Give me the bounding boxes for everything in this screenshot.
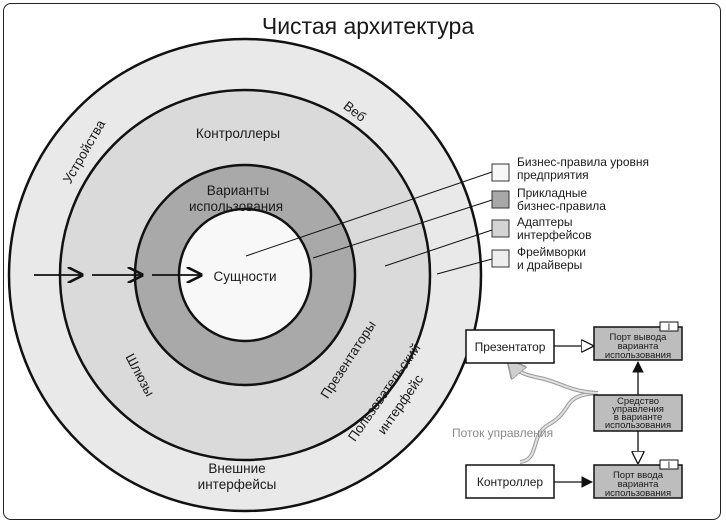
flow-curve-lower — [519, 392, 599, 463]
legend-text-1a: Бизнес-правила уровня — [517, 155, 649, 169]
external-label-1: Внешние — [208, 461, 265, 476]
controllers-label: Контроллеры — [196, 126, 280, 141]
input-port-label-3: использования — [605, 488, 671, 499]
output-port-label-2: варианта — [618, 341, 660, 352]
input-port-label-2: варианта — [618, 479, 660, 490]
flow-of-control-label: Поток управления — [452, 426, 553, 440]
legend-text-3b: интерфейсов — [517, 228, 591, 242]
legend-text-3a: Адаптеры — [517, 215, 573, 229]
legend-leader-3 — [384, 229, 493, 267]
output-port-label-3: использования — [605, 350, 671, 361]
diagram-title: Чистая архитектура — [262, 13, 474, 39]
legend-swatch-application — [491, 190, 510, 209]
legend-swatch-adapters — [491, 219, 510, 238]
legend-swatch-enterprise — [491, 163, 510, 182]
interactor-label-2: управления — [612, 404, 664, 415]
use-cases-label-1: Варианты — [207, 183, 269, 198]
legend-text-4a: Фреймворки — [517, 245, 586, 259]
output-port-interface-tag — [659, 321, 679, 332]
legend-text-1b: предприятия — [517, 168, 589, 182]
legend-leader-4 — [436, 258, 493, 275]
use-cases-label-2: использования — [189, 199, 283, 214]
output-port-box — [593, 326, 683, 361]
input-port-label-1: Порт ввода — [613, 470, 664, 481]
legend-text-2b: бизнес-правила — [517, 199, 606, 213]
interactor-label-1: Средство — [617, 396, 659, 407]
legend-text-2a: Прикладные — [517, 186, 587, 200]
legend-leader-1 — [245, 171, 493, 257]
flow-curve-upper-border — [511, 364, 599, 395]
input-port-interface-mark: I — [668, 460, 671, 471]
flow-curve-upper — [513, 366, 599, 394]
entities-label: Сущности — [213, 269, 276, 284]
legend-swatch-frameworks — [491, 249, 510, 268]
controller-label: Контроллер — [477, 475, 544, 489]
output-port-interface-mark: I — [668, 322, 671, 333]
interactor-box — [593, 394, 683, 432]
input-port-interface-tag — [659, 459, 679, 470]
external-label-2: интерфейсы — [198, 477, 277, 492]
legend-leader-2 — [312, 199, 493, 259]
interactor-label-3: в варианте — [614, 412, 663, 423]
presenter-label: Презентатор — [475, 340, 546, 354]
interactor-label-4: использования — [605, 420, 671, 431]
output-port-label-1: Порт вывода — [610, 332, 668, 343]
input-port-box — [593, 464, 683, 499]
legend-text-4b: и драйверы — [517, 258, 582, 272]
